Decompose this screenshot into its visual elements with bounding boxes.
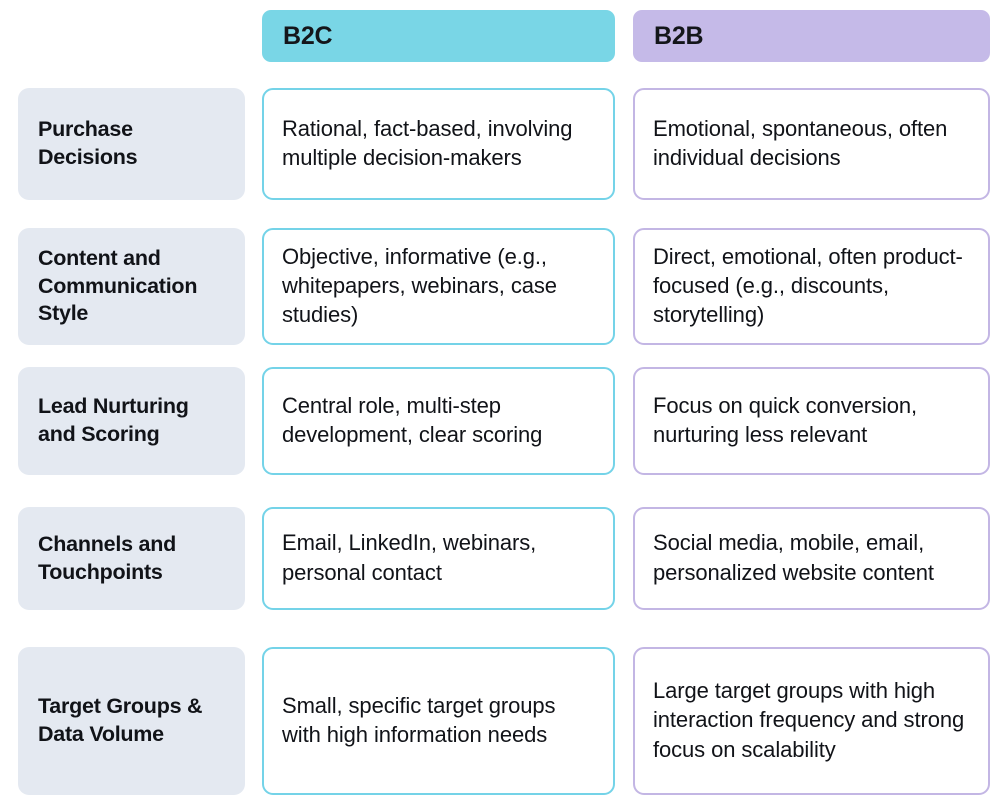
column-header-b2b: B2B [633, 10, 990, 62]
cell-b2c-channels-and-touchpoints: Email, LinkedIn, webinars, personal cont… [262, 507, 615, 610]
cell-b2c-content-and-communication-style: Objective, informative (e.g., whitepaper… [262, 228, 615, 345]
cell-text: Direct, emotional, often product-focused… [653, 243, 963, 328]
cell-b2b-target-groups-and-data-volume: Large target groups with high interactio… [633, 647, 990, 795]
cell-text: Rational, fact-based, involving multiple… [282, 115, 573, 170]
cell-text: Email, LinkedIn, webinars, personal cont… [282, 530, 537, 585]
column-header-b2c-label: B2C [283, 21, 333, 50]
row-label-channels-and-touchpoints: Channels and Touchpoints [18, 507, 245, 610]
cell-b2c-purchase-decisions: Rational, fact-based, involving multiple… [262, 88, 615, 200]
table-corner-cell [18, 10, 245, 62]
row-label-target-groups-and-data-volume: Target Groups & Data Volume [18, 647, 245, 795]
cell-text: Small, specific target groups with high … [282, 692, 556, 747]
cell-text: Emotional, spontaneous, often individual… [653, 115, 948, 170]
row-label-text: Target Groups & Data Volume [38, 694, 203, 746]
row-label-text: Lead Nurturing and Scoring [38, 394, 189, 446]
cell-text: Central role, multi-step development, cl… [282, 392, 543, 447]
cell-b2b-purchase-decisions: Emotional, spontaneous, often individual… [633, 88, 990, 200]
column-header-b2b-label: B2B [654, 21, 704, 50]
row-label-text: Content and Communication Style [38, 246, 198, 326]
row-label-text: Purchase Decisions [38, 117, 138, 169]
row-label-text: Channels and Touchpoints [38, 531, 176, 584]
cell-b2b-lead-nurturing-and-scoring: Focus on quick conversion, nurturing les… [633, 367, 990, 475]
row-label-content-and-communication-style: Content and Communication Style [18, 228, 245, 345]
cell-text: Focus on quick conversion, nurturing les… [653, 392, 917, 447]
cell-text: Objective, informative (e.g., whitepaper… [282, 243, 557, 328]
comparison-grid: B2C B2B Purchase Decisions Rational, fac… [18, 10, 990, 795]
cell-b2c-lead-nurturing-and-scoring: Central role, multi-step development, cl… [262, 367, 615, 475]
cell-b2b-channels-and-touchpoints: Social media, mobile, email, personalize… [633, 507, 990, 610]
cell-text: Large target groups with high interactio… [653, 678, 965, 762]
row-label-lead-nurturing-and-scoring: Lead Nurturing and Scoring [18, 367, 245, 475]
column-header-b2c: B2C [262, 10, 615, 62]
cell-b2b-content-and-communication-style: Direct, emotional, often product-focused… [633, 228, 990, 345]
cell-text: Social media, mobile, email, personalize… [653, 530, 934, 585]
row-label-purchase-decisions: Purchase Decisions [18, 88, 245, 200]
cell-b2c-target-groups-and-data-volume: Small, specific target groups with high … [262, 647, 615, 795]
